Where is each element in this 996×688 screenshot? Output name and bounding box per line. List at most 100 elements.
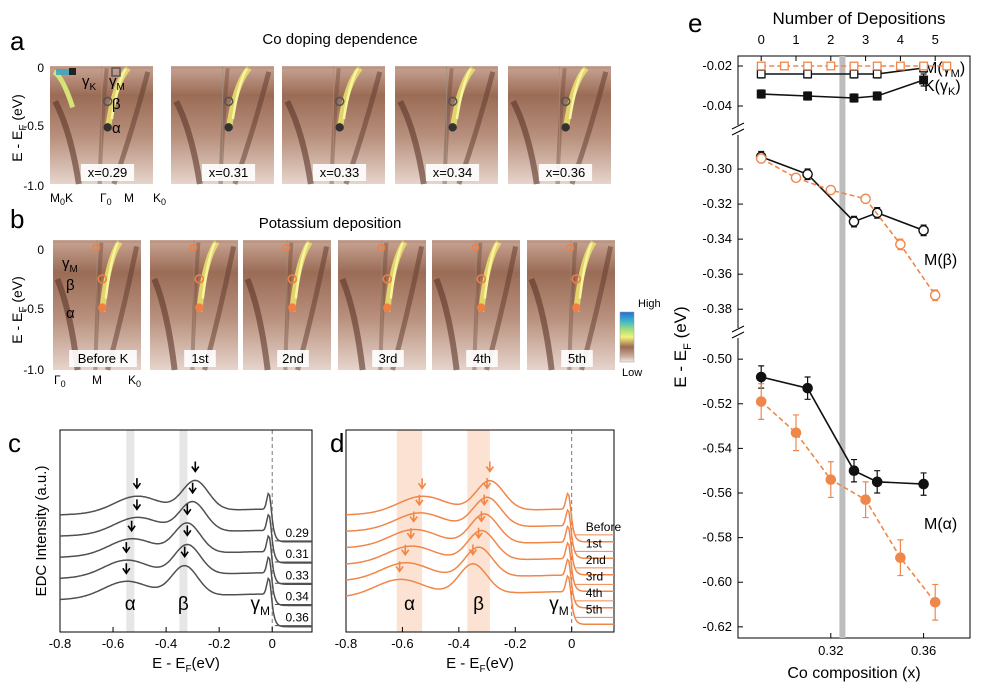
- data-point: [872, 61, 882, 71]
- panel-b-yticks: 0 -0.5 -1.0: [23, 243, 44, 377]
- band-label: β: [178, 594, 189, 615]
- x-tick-label: -0.8: [335, 636, 357, 651]
- alpha-marker: [288, 303, 297, 312]
- panel-d-letter: d: [330, 428, 344, 458]
- arpes-band: [244, 277, 271, 371]
- alpha-marker: [572, 303, 581, 312]
- y-tick-label: -0.34: [702, 231, 732, 246]
- data-point: [860, 193, 871, 205]
- panel-a-ylabel: E - EF (eV): [9, 94, 29, 162]
- arpes-label: x=0.29: [88, 165, 127, 180]
- data-point: [929, 289, 941, 301]
- data-point: [779, 61, 789, 71]
- data-point: [802, 168, 813, 180]
- arpes-pocket-highlight: [389, 241, 405, 299]
- data-point: [942, 61, 952, 71]
- panel-a-xtick: K0: [153, 191, 166, 207]
- edc-curve: [345, 529, 614, 593]
- arpes-pocket-highlight: [455, 67, 473, 120]
- peak-arrow: [401, 544, 410, 557]
- arpes-band: [528, 277, 555, 371]
- panel-c-letter: c: [8, 428, 21, 458]
- series-label: 4th: [586, 586, 603, 600]
- data-point: [860, 494, 871, 505]
- arpes-band: [433, 277, 460, 371]
- y-tick-label: -0.36: [702, 266, 732, 281]
- data-point: [790, 172, 802, 184]
- highlight-band: [396, 430, 423, 632]
- axis-break-mark: [731, 325, 745, 333]
- panel-b-xticks: Γ0 M K0: [54, 373, 141, 389]
- axis-break-gap: [732, 125, 744, 135]
- peak-arrow: [468, 544, 478, 556]
- panel-b-ytick: -1.0: [23, 363, 44, 377]
- data-point: [849, 69, 859, 79]
- axis-break-mark: [731, 122, 745, 130]
- y-tick-label: -0.02: [702, 58, 732, 73]
- data-point: [755, 153, 767, 164]
- arpes-label-box: [538, 164, 593, 181]
- arpes-label-box: [425, 164, 480, 181]
- series-group-label: M(β): [924, 252, 957, 269]
- series-group-label: K(γK): [924, 78, 961, 98]
- data-point: [872, 69, 882, 79]
- x-axis-label: E - EF(eV): [446, 655, 514, 675]
- gammaM-marker: [282, 243, 291, 252]
- beta-label: β: [112, 96, 121, 113]
- arpes-label-box: [372, 350, 404, 367]
- arpes-band: [173, 100, 203, 185]
- arpes-label: x=0.34: [433, 165, 472, 180]
- peak-arrow: [418, 478, 427, 490]
- panel-b-xtick: Γ0: [54, 373, 66, 389]
- x-tick-label: 0.32: [818, 643, 843, 658]
- arpes-image: 5th: [527, 240, 615, 371]
- edc-curve: [59, 564, 312, 628]
- arpes-pocket-highlight: [110, 67, 128, 120]
- data-point: [756, 61, 766, 71]
- data-point: [826, 61, 836, 71]
- data-point: [918, 478, 929, 490]
- beta-marker: [287, 274, 298, 284]
- alpha-marker: [383, 303, 392, 312]
- gammaM-marker: [377, 243, 386, 252]
- arpes-image: Before K: [53, 240, 141, 371]
- x-tick-label: -0.2: [208, 636, 230, 651]
- arpes-label-box: [80, 164, 135, 181]
- peak-arrow: [122, 563, 131, 575]
- series-label: 5th: [586, 602, 603, 616]
- y-tick-label: -0.56: [702, 485, 732, 500]
- band-label: β: [473, 594, 484, 615]
- series-label: 2nd: [586, 553, 606, 567]
- edc-curve: [346, 479, 614, 543]
- peak-arrow: [183, 525, 192, 537]
- top-tick-label: 1: [792, 32, 799, 47]
- x-axis-label: Co composition (x): [787, 665, 920, 682]
- peak-arrow: [406, 528, 416, 540]
- peak-arrow: [485, 461, 495, 473]
- panel-b-ytick: 0: [37, 243, 44, 257]
- beta-marker: [476, 274, 487, 284]
- data-point: [918, 225, 929, 236]
- gammaM-label: γM: [251, 594, 271, 618]
- panel-a-xticks: M0K Γ0 M K0: [50, 191, 166, 207]
- panel-b-ytick: -0.5: [23, 302, 44, 316]
- arpes-hotspot: [56, 69, 70, 75]
- beta-marker: [334, 96, 345, 107]
- x-tick-label: -0.2: [504, 636, 526, 651]
- series-label: Before: [586, 520, 622, 534]
- arpes-pocket-highlight: [342, 67, 360, 120]
- series-line: [760, 157, 936, 296]
- alpha-marker: [335, 123, 344, 132]
- panel-a-ytick: -0.5: [23, 119, 44, 133]
- data-point: [755, 396, 767, 407]
- edc-curve: [345, 546, 614, 609]
- data-point: [802, 382, 813, 394]
- arpes-image: 1st: [150, 240, 238, 371]
- beta-marker: [571, 274, 582, 284]
- arpes-pocket-highlight: [578, 241, 594, 299]
- x-tick-label: -0.4: [155, 636, 177, 651]
- arpes-band: [52, 100, 82, 185]
